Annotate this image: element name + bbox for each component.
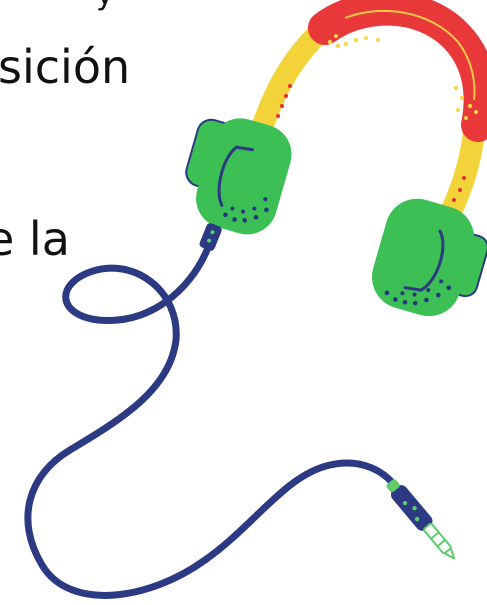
cropped-text-line2: e la: [0, 212, 70, 266]
jack-plug-icon: [386, 479, 456, 560]
arm-dots: [276, 84, 466, 202]
cable-join: [199, 223, 222, 251]
left-earcup: [185, 118, 292, 235]
headband-top: [308, 0, 487, 142]
right-earcup: [371, 198, 487, 317]
headband-dots: [327, 34, 478, 120]
cropped-text-top: ý: [96, 0, 115, 10]
headband-left-arm: [251, 19, 333, 139]
cropped-text-line1: sición: [0, 40, 131, 94]
cable: [24, 246, 402, 599]
